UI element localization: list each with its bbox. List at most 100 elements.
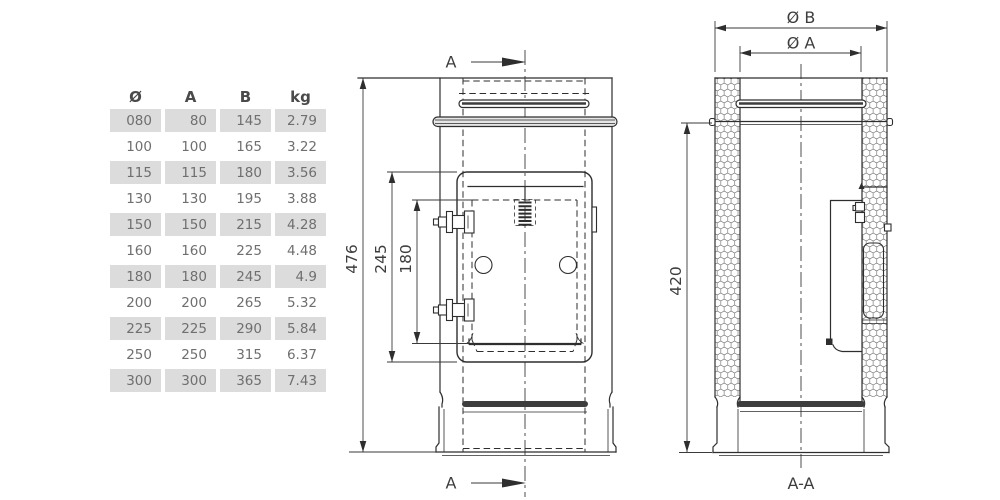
table-header-cell: A [184,87,197,106]
table-cell: 5.84 [275,317,326,340]
table-cell: 6.37 [275,343,326,366]
table-cell: 180 [110,265,161,288]
table-cell: 225 [165,317,216,340]
insulation-hatch-right [862,78,887,397]
front-view-drawing: 476 245 180 A A [343,50,618,497]
table-cell: 265 [220,291,271,314]
table-cell: 225 [220,239,271,262]
dimension-180: 180 [397,199,472,344]
table-cell: 100 [110,135,161,158]
table-cell: 225 [110,317,161,340]
table-cell: 150 [110,213,161,236]
table-cell: 2.79 [275,109,326,132]
table-cell: 130 [110,187,161,210]
door-latch-pin [826,338,833,345]
table-cell: 365 [220,369,271,392]
table-cell: 7.43 [275,369,326,392]
table-cell: 195 [220,187,271,210]
collar-tab-right [886,117,894,127]
door-hinge-tab [591,206,598,233]
dim-label-245: 245 [372,244,390,274]
table-cell: 3.22 [275,135,326,158]
door-latch-lower [432,298,475,322]
table-cell: 115 [110,161,161,184]
section-latch-lower-part [854,211,866,224]
dimension-inner-diameter: Ø A [739,34,862,72]
table-cell: 160 [110,239,161,262]
dimension-outer-diameter: Ø B [714,8,888,72]
table-cell: 200 [165,291,216,314]
dim-label-outer-diameter: Ø B [787,8,816,27]
table-cell: 100 [165,135,216,158]
insulation-hatch-left [715,78,740,397]
table-cell: 250 [165,343,216,366]
section-latch-tab [883,223,892,232]
table-cell: 315 [220,343,271,366]
section-arrow-top-label: A [446,53,457,72]
section-arrow-bottom-label: A [446,474,457,493]
table-cell: 115 [165,161,216,184]
table-cell: 160 [165,239,216,262]
door-hole-right [558,255,578,275]
section-arrow-bottom: A [446,474,526,493]
section-door [826,182,892,353]
table-cell: 4.28 [275,213,326,236]
table-cell: 245 [220,265,271,288]
table-cell: 4.9 [275,265,326,288]
inner-pipe-hidden-lines [459,78,590,452]
table-cell: 5.32 [275,291,326,314]
table-cell: 180 [220,161,271,184]
door-hole-left [474,255,493,275]
dimension-245: 245 [372,171,457,363]
door-insulation-plug [862,242,885,319]
table-cell: 200 [110,291,161,314]
section-view-drawing: Ø B Ø A 420 A-A [667,8,894,493]
table-cell: 150 [165,213,216,236]
table-cell: 180 [165,265,216,288]
table-header-cell: Ø [129,87,142,106]
table-header-cell: B [239,87,252,106]
door-opening-hidden [471,199,578,352]
table-cell: 4.48 [275,239,326,262]
table-cell: 080 [110,109,161,132]
socket-rim-band [462,401,588,407]
inspection-door [432,171,598,363]
dim-label-476: 476 [343,244,361,274]
dimension-420: 420 [667,122,712,453]
section-socket-rim-band [737,401,865,407]
dim-label-inner-diameter: Ø A [787,34,816,53]
table-cell: 3.88 [275,187,326,210]
section-body [708,77,894,456]
front-view-body [357,77,618,456]
table-cell: 300 [165,369,216,392]
table-cell: 3.56 [275,161,326,184]
table-cell: 130 [165,187,216,210]
clamp-collar [432,116,618,128]
section-latch-upper-part [854,201,866,212]
table-cell: 145 [220,109,271,132]
section-arrow-top: A [446,53,526,72]
section-view-label: A-A [788,474,815,493]
door-panel [456,171,593,363]
table-cell: 290 [220,317,271,340]
table-cell: 300 [110,369,161,392]
table-cell: 215 [220,213,271,236]
table-cell: 165 [220,135,271,158]
dimension-476: 476 [343,78,437,453]
collar-tab-left [708,117,716,127]
